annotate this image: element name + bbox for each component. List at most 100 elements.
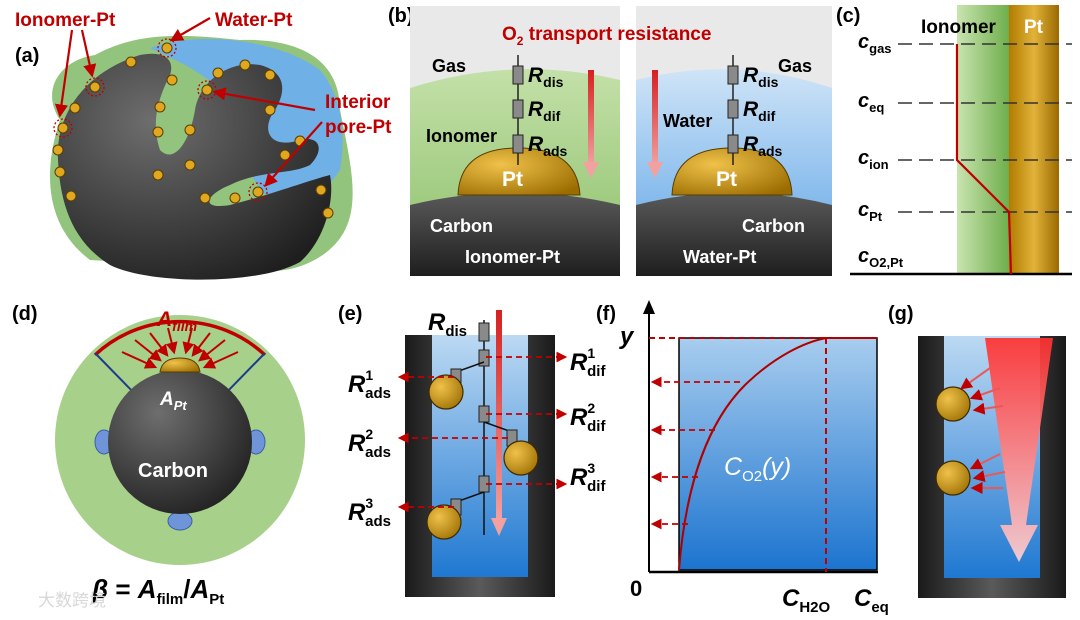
arrow-interior-pt-2 [264, 121, 323, 187]
resistor-dis [478, 322, 490, 342]
ionomer-pt-highlight [85, 77, 105, 97]
beta-equation: β = Afilm/APt [91, 574, 224, 608]
interior-pt-highlight [248, 182, 268, 202]
pt-label-left: Pt [502, 168, 523, 191]
flux-arrow [165, 327, 178, 355]
carbon-core [108, 370, 252, 514]
panel-c-label: (c) [836, 5, 860, 27]
y-axis-arrowhead [643, 300, 655, 314]
pt-label-right: Pt [716, 168, 737, 191]
flux-arrow [134, 339, 162, 362]
resistor-ads-left [512, 134, 524, 154]
pt-particle-g1 [935, 386, 971, 422]
c-h2o-label: CH2O [782, 585, 831, 616]
o2-flux-arrow-left [588, 70, 594, 165]
pore-region-border [678, 337, 878, 571]
r-ads-right: Rads [743, 133, 783, 159]
flux-arrow [149, 332, 169, 357]
arrow-interior-pt-1 [212, 87, 316, 112]
panel-b: (b) O2 transport resistanc [388, 5, 832, 276]
pt-dots [52, 42, 334, 219]
carbon-label-left: Carbon [430, 216, 493, 236]
panel-e: (e) [338, 303, 606, 597]
y-axis-label: y [619, 323, 635, 350]
o2-flux-arrowhead-right [647, 162, 663, 178]
watermark: 大数跨境 [38, 591, 106, 611]
ionomer-pt-label: Ionomer-Pt [15, 10, 116, 31]
flux-arrow [121, 351, 158, 369]
resistor-dif-left [512, 99, 524, 119]
resistor-dis-right [727, 65, 739, 85]
panel-d: (d) Afilm APt Carbon β = Afilm/APt 大数跨境 [12, 303, 305, 611]
flux-arrow [182, 327, 195, 355]
adsorption-arrow [960, 367, 991, 390]
pt-particle-2 [503, 440, 539, 476]
o2-concentration-curve [678, 337, 877, 571]
c-ion-label: cion [858, 147, 889, 172]
a-pt-label: APt [159, 389, 187, 413]
flux-arrow [202, 351, 239, 369]
pt-header: Pt [1024, 17, 1044, 38]
ionomer-pt-caption: Ionomer-Pt [465, 247, 560, 267]
carbon-surface-right [636, 192, 832, 276]
pt-particle-g2 [935, 460, 971, 496]
c-eq-label: ceq [858, 90, 884, 115]
pt-particle-1 [428, 374, 464, 410]
a-film-label: Afilm [156, 308, 197, 334]
resistor-dif-right [727, 99, 739, 119]
interior-pore-pt-label-1: Interior [325, 92, 391, 113]
c-o2-y-label: CO2(y) [724, 453, 791, 485]
adsorption-arrow [972, 402, 1004, 415]
pt-bar [1009, 5, 1059, 275]
arrow-ionomer-pt-2 [54, 29, 74, 118]
panel-g-label: (g) [888, 303, 914, 325]
water-pt-caption: Water-Pt [683, 247, 756, 267]
carbon-label-right: Carbon [742, 216, 805, 236]
water-droplet [167, 511, 193, 531]
resistor-dif-1 [478, 349, 490, 367]
r-dis-left: Rdis [528, 64, 564, 90]
flux-arrowhead [491, 518, 507, 536]
c-gas-label: cgas [858, 31, 892, 56]
gas-label-left: Gas [432, 56, 466, 76]
panel-d-label: (d) [12, 303, 38, 325]
interior-pore-pt-label-2: pore-Pt [325, 117, 392, 138]
flux-arrow [198, 339, 226, 362]
o2-cone [985, 338, 1053, 562]
ionomer-bar [957, 5, 1009, 275]
origin-label: 0 [630, 576, 642, 601]
c-pt-label: cPt [858, 199, 883, 224]
carbon-label: Carbon [138, 460, 208, 482]
panel-b-label: (b) [388, 5, 414, 27]
resistor-dis-left [512, 65, 524, 85]
r-dif-left: Rdif [528, 98, 561, 124]
panel-f: (f) y 0 CH2O Ceq CO2(y) [596, 300, 889, 616]
adsorption-arrow [969, 453, 1001, 470]
water-label: Water [663, 111, 712, 131]
panel-a: (a) Ionomer-Pt Water-Pt Interior pore-Pt [15, 10, 392, 280]
pt-cap [159, 357, 201, 373]
flux-arrow-shaft [496, 310, 502, 520]
r-dis-right: Rdis [743, 64, 779, 90]
adsorption-arrow [972, 470, 1006, 483]
concentration-profile [955, 44, 1013, 275]
gas-label-right: Gas [778, 56, 812, 76]
ionomer-label: Ionomer [426, 126, 497, 146]
c-o2pt-label: cO2,Pt [858, 245, 904, 270]
flux-arrow [191, 332, 211, 357]
panel-c: (c) Ionomer Pt cgas ceq cion cPt cO2,Pt [836, 5, 1072, 276]
water-pt-highlight [157, 38, 177, 58]
c-eq-label: Ceq [854, 585, 889, 616]
o2-flux-arrowhead-left [583, 162, 599, 178]
o2-resistance-title: O2 transport resistance [502, 24, 711, 48]
panel-e-label: (e) [338, 303, 362, 325]
panel-a-label: (a) [15, 45, 39, 67]
pt-particle-3 [426, 504, 462, 540]
film-arc [93, 319, 267, 357]
resistor-ads-right [727, 134, 739, 154]
